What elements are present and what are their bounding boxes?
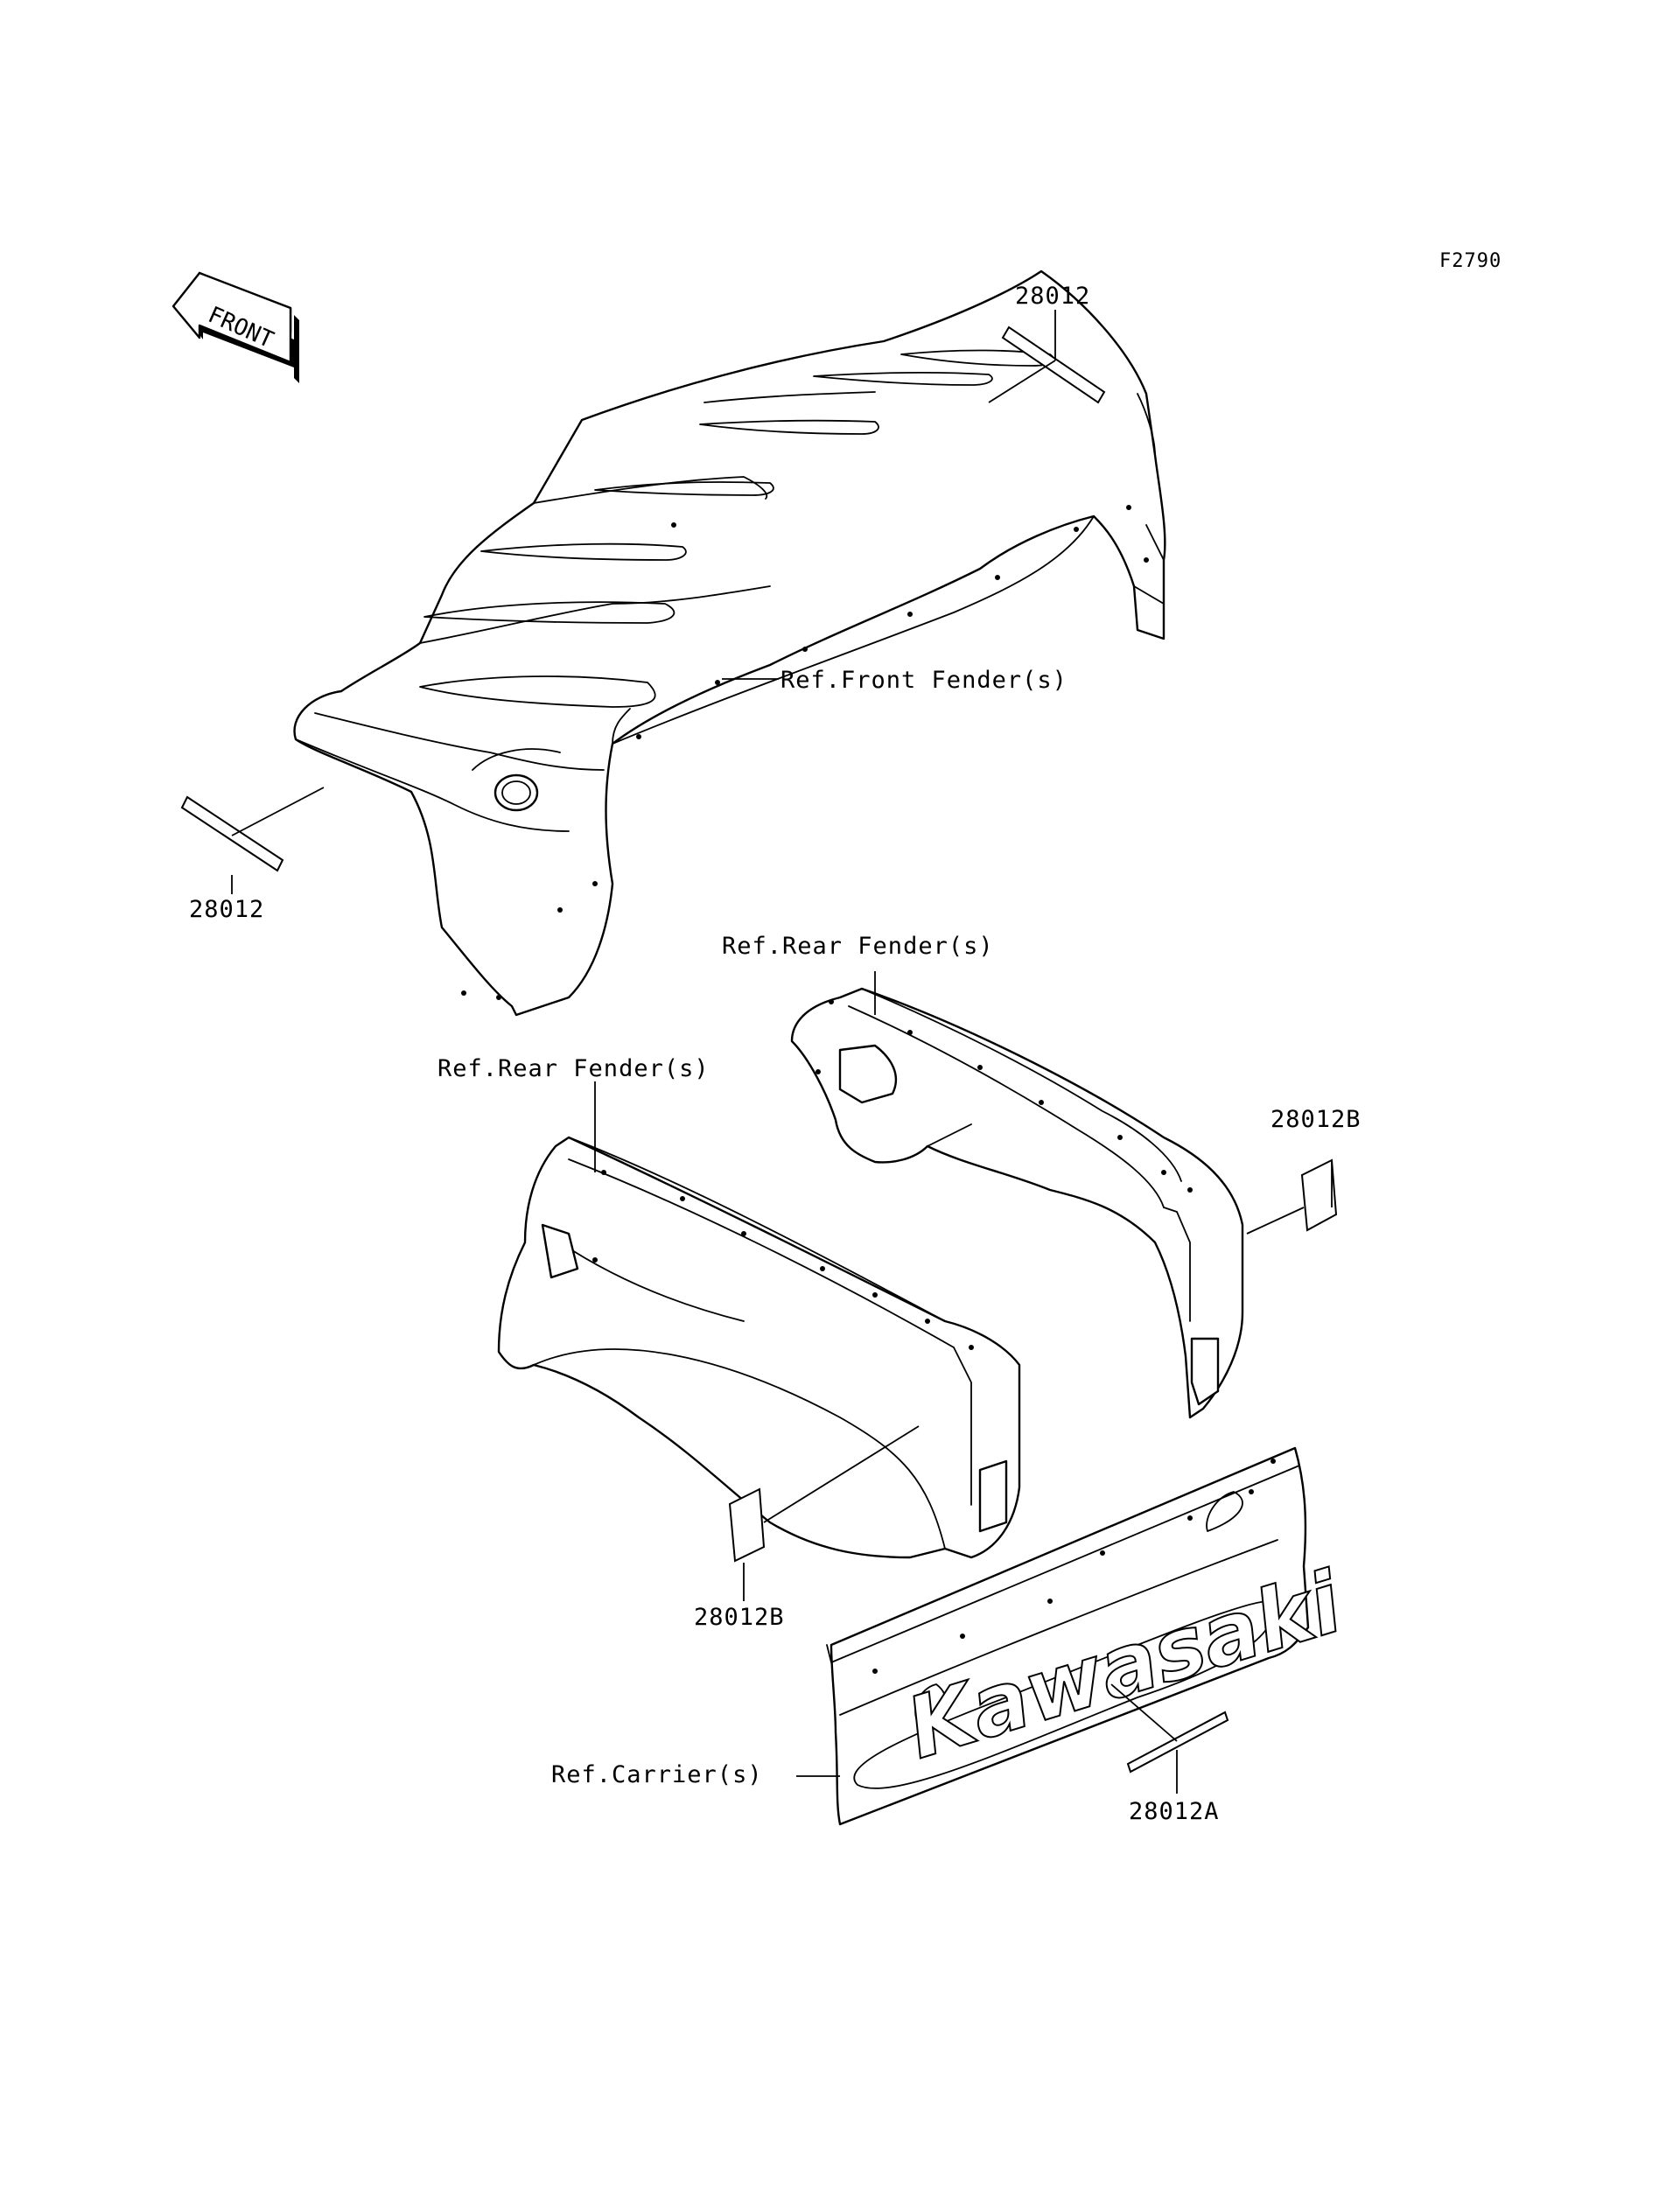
decal-28012b-left	[728, 1487, 766, 1563]
front-fender-drawing	[293, 269, 1166, 1017]
label-28012b-right: 28012B	[1270, 1106, 1362, 1133]
decal-28012a	[1126, 1711, 1229, 1774]
label-28012b-left: 28012B	[694, 1604, 785, 1631]
decal-28012b-right	[1300, 1158, 1338, 1232]
label-28012a: 28012A	[1129, 1798, 1220, 1825]
diagram-code: F2790	[1439, 250, 1502, 272]
decal-28012-left	[180, 795, 284, 872]
label-28012-left: 28012	[189, 896, 265, 923]
label-rear-fender-ref-right: Ref.Rear Fender(s)	[722, 933, 994, 960]
front-direction-arrow-icon: FRONT	[172, 271, 299, 383]
label-front-fender-ref: Ref.Front Fender(s)	[780, 667, 1068, 694]
leader-lines	[231, 310, 1333, 1794]
label-28012-top: 28012	[1015, 283, 1091, 310]
label-rear-fender-ref-left: Ref.Rear Fender(s)	[438, 1055, 710, 1082]
label-carrier-ref: Ref.Carrier(s)	[551, 1761, 763, 1788]
decal-28012-top	[1001, 325, 1106, 404]
rear-fender-left-drawing	[497, 1136, 1021, 1559]
rear-fender-right-drawing	[790, 987, 1244, 1419]
